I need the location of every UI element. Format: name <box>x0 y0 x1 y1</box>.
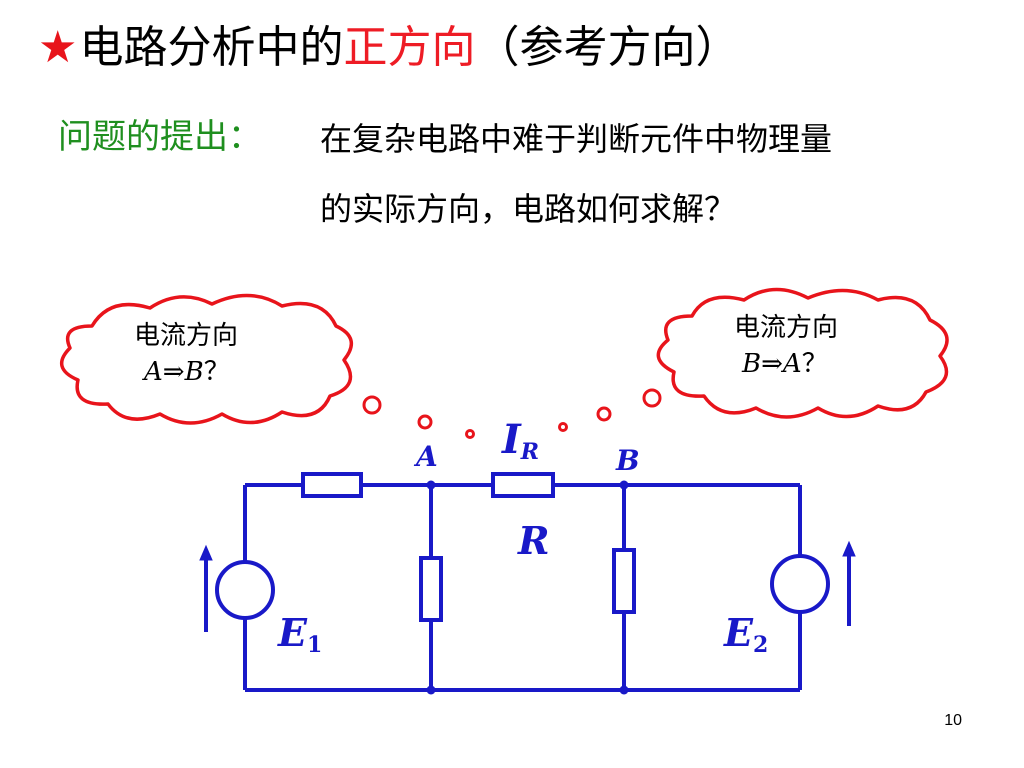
current-label: IR <box>502 418 539 474</box>
source-e1-sub: 1 <box>306 632 323 658</box>
title-prefix: 电路分析中的 <box>79 22 344 73</box>
bubble-left-q: ？ <box>203 357 230 387</box>
source-e2-label: E2 <box>724 610 768 658</box>
source-e2-symbol-text: E <box>724 610 753 655</box>
bubble-right-from: B <box>742 349 762 379</box>
source-e2-symbol <box>770 554 830 614</box>
resistors <box>301 472 636 622</box>
question-label: 问题的提出： <box>58 117 262 157</box>
bubble-left-from: A <box>144 357 163 387</box>
source-arrows <box>199 540 856 632</box>
bubble-right-line1: 电流方向 <box>734 313 839 343</box>
slide-title: ★电路分析中的正方向（参考方向） <box>38 22 739 74</box>
current-symbol: I <box>502 416 521 463</box>
circuit-wires <box>243 483 802 692</box>
resistor-top-left <box>301 472 363 498</box>
question-line-1: 在复杂电路中难于判断元件中物理量 <box>320 120 833 158</box>
star-icon: ★ <box>38 22 78 73</box>
bubble-left-line1: 电流方向 <box>134 321 239 351</box>
junction-dots <box>426 480 629 695</box>
source-e1-symbol-text: E <box>278 610 307 655</box>
node-a-label: A <box>416 440 438 473</box>
bubble-right-text: 电流方向 B⇒A？ <box>734 310 838 382</box>
page-number: 10 <box>944 712 962 729</box>
bubble-left-text: 电流方向 A⇒B？ <box>134 318 238 390</box>
resistor-r <box>491 472 555 498</box>
cloud-left <box>60 293 354 425</box>
bubble-right-to: A <box>782 349 802 379</box>
node-b-label: B <box>616 444 640 477</box>
bubble-right-arrow: ⇒ <box>761 349 783 379</box>
bubble-left-arrow: ⇒ <box>162 357 185 387</box>
source-e1-symbol <box>215 560 275 620</box>
thought-dots <box>362 388 662 439</box>
current-subscript: R <box>520 439 540 465</box>
bubble-right-q: ？ <box>801 349 828 379</box>
source-e2-sub: 2 <box>752 632 769 658</box>
title-suffix: （参考方向） <box>475 22 740 73</box>
voltage-sources <box>215 554 830 620</box>
resistor-vertical-b <box>612 548 636 614</box>
title-highlight: 正方向 <box>343 22 476 73</box>
bubble-left-to: B <box>184 357 204 387</box>
resistor-vertical-a <box>419 556 443 622</box>
resistor-r-label: R <box>518 518 550 563</box>
source-e1-label: E1 <box>278 610 322 658</box>
cloud-right <box>656 287 949 419</box>
question-line-2: 的实际方向，电路如何求解？ <box>320 190 737 228</box>
